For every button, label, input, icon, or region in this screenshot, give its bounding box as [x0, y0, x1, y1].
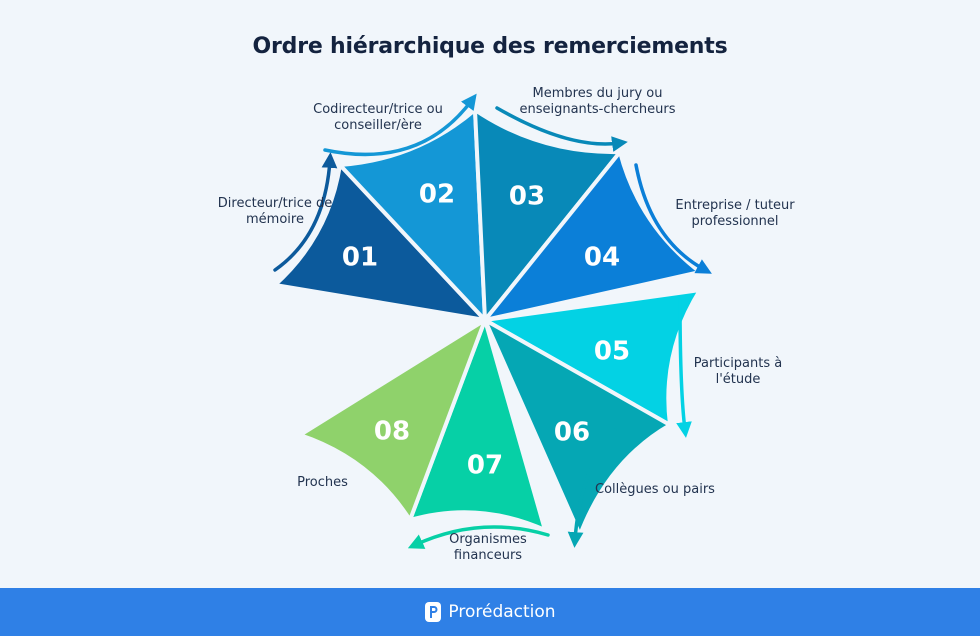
segment-number-03: 03	[509, 182, 545, 212]
proredaction-logo-icon	[425, 602, 442, 622]
label-07: Organismes financeurs	[449, 532, 527, 563]
segment-number-07: 07	[467, 451, 503, 481]
segment-08	[298, 318, 487, 522]
label-03: Membres du jury ou enseignants-chercheur…	[519, 86, 676, 117]
label-05: Participants à l'étude	[693, 356, 783, 387]
brand-name: Prorédaction	[448, 602, 556, 622]
segment-number-08: 08	[374, 417, 410, 447]
arrow-icon	[495, 106, 628, 152]
label-02: Codirecteur/trice ou conseiller/ère	[313, 102, 443, 133]
page-title: Ordre hiérarchique des remerciements	[252, 34, 728, 59]
segment-06	[483, 318, 672, 537]
arrow-icon	[273, 152, 338, 272]
brand[interactable]: Prorédaction	[424, 601, 556, 623]
segment-number-01: 01	[342, 243, 378, 273]
segment-number-06: 06	[554, 418, 590, 448]
arrow-icon	[323, 93, 477, 157]
diagram: 01 02 03 04 05 06 07 08	[273, 93, 712, 549]
arrow-icon	[567, 428, 617, 548]
label-01: Directeur/trice de mémoire	[217, 196, 333, 227]
label-06: Collègues ou pairs	[595, 482, 715, 497]
label-08: Proches	[297, 475, 348, 490]
arrow-icon	[676, 298, 692, 438]
arrow-icon	[407, 525, 550, 549]
arrow-icon	[634, 163, 712, 274]
segment-number-05: 05	[594, 337, 630, 367]
segment-04	[483, 150, 702, 322]
label-04: Entreprise / tuteur professionnel	[675, 198, 795, 229]
footer-bar: Prorédaction	[0, 588, 980, 636]
segment-number-04: 04	[584, 243, 620, 273]
segment-number-02: 02	[419, 180, 455, 210]
